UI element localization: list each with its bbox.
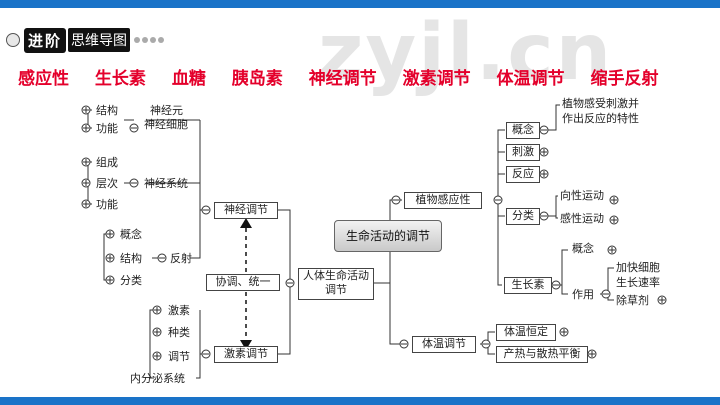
header-dots-icon: [134, 37, 165, 43]
top-bar: [0, 0, 720, 8]
concept-desc-line: 植物感受刺激并: [562, 97, 639, 110]
coordination-node: 协调、统一: [206, 274, 280, 291]
classification-node: 分类: [506, 208, 540, 225]
reflex-structure: 结构: [120, 252, 142, 265]
hormone-regulation-node: 激素调节: [214, 346, 278, 363]
auxin-function: 作用: [572, 288, 594, 301]
keyword: 缩手反射: [590, 69, 659, 89]
keyword: 胰岛素: [231, 69, 283, 89]
temperature-regulation-node: 体温调节: [412, 336, 476, 353]
stimulus-node: 刺激: [506, 144, 540, 161]
auxin-concept: 概念: [572, 242, 594, 255]
hormone-item: 种类: [168, 326, 190, 339]
center-node: 生命活动的调节: [334, 220, 442, 252]
temp-stable-node: 体温恒定: [496, 324, 556, 341]
neuron-label: 神经元: [150, 104, 183, 117]
header-title: 思维导图: [68, 28, 131, 52]
bottom-bar: [0, 397, 720, 405]
neuron-function: 功能: [96, 122, 118, 135]
header-circle-icon: [6, 33, 20, 47]
keyword: 感应性: [18, 69, 69, 89]
nerve-regulation-node: 神经调节: [214, 202, 278, 219]
keyword: 神经调节: [308, 69, 377, 89]
ns-label: 神经系统: [144, 177, 188, 190]
auxin-node: 生长素: [504, 277, 552, 294]
nastic-item: 感性运动: [560, 212, 604, 225]
response-node: 反应: [506, 166, 540, 183]
ns-levels: 层次: [96, 177, 118, 190]
hormone-item: 激素: [168, 304, 190, 317]
keyword: 激素调节: [402, 69, 471, 89]
keyword: 血糖: [171, 69, 206, 89]
concept-desc-line: 作出反应的特性: [562, 112, 639, 125]
plant-sensitivity-node: 植物感应性: [404, 192, 482, 209]
plant-concept-node: 概念: [506, 122, 540, 139]
keyword: 生长素: [94, 69, 146, 89]
keyword-row: 感应性 生长素 血糖 胰岛素 神经调节 激素调节 体温调节 缩手反射: [18, 64, 678, 89]
ns-function: 功能: [96, 198, 118, 211]
ns-composition: 组成: [96, 156, 118, 169]
human-regulation-node: 人体生命活动调节: [298, 268, 374, 300]
hormone-item: 内分泌系统: [130, 372, 185, 385]
reflex-label: 反射: [170, 252, 192, 265]
neuron-alt-label: 神经细胞: [144, 118, 188, 131]
hormone-item: 调节: [168, 350, 190, 363]
reflex-type: 分类: [120, 274, 142, 287]
section-header: 进阶 思维导图: [6, 27, 165, 53]
keyword: 体温调节: [496, 69, 565, 89]
use-item: 生长速率: [616, 276, 660, 289]
heat-balance-node: 产热与散热平衡: [496, 346, 588, 363]
header-tag: 进阶: [24, 27, 67, 53]
neuron-structure: 结构: [96, 104, 118, 117]
tropism-item: 向性运动: [560, 189, 604, 202]
use-item: 加快细胞: [616, 261, 660, 274]
watermark: zyjl.cn: [318, 8, 614, 98]
reflex-concept: 概念: [120, 228, 142, 241]
use-item: 除草剂: [616, 294, 649, 307]
